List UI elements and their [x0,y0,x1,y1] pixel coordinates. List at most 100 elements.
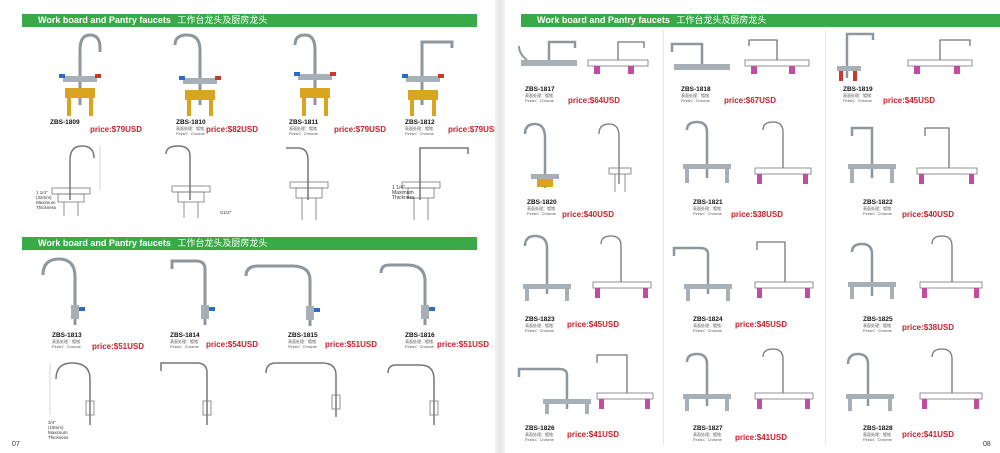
faucet-zbs-1817-image [518,40,577,66]
thread-note: G1/2" [220,210,232,215]
faucet-zbs-1814-image [170,259,215,325]
diagram-zbs-1821 [754,121,812,184]
faucet-zbs-1813-image [41,257,85,325]
faucet-zbs-1822-image [848,126,896,183]
diagram-zbs-1815 [265,362,341,417]
model-label: ZBS-1826 [525,425,555,432]
price-label: price:$45USD [883,96,936,105]
model-label: ZBS-1815 [288,332,318,339]
page-08: Work board and Pantry faucets 工作台龙头及厨房龙头 [505,0,1000,453]
faucet-zbs-1815-image [244,264,320,326]
band-title: Work board and Pantry faucets [38,238,171,248]
model-label: ZBS-1813 [52,332,82,339]
section-band-bottom: Work board and Pantry faucets 工作台龙头及厨房龙头 [22,237,477,250]
spread-gutter [495,0,505,453]
diagram-zbs-1811 [286,147,329,220]
model-label: ZBS-1823 [525,316,555,323]
faucet-zbs-1809-image [59,33,102,116]
price-label: price:$38USD [731,210,784,219]
model-label: ZBS-1812 [405,119,435,126]
diagram-zbs-1810 [165,145,211,218]
faucet-zbs-1827-image [683,352,731,411]
price-label: price:$51USD [437,340,490,349]
price-label: price:$67USD [724,96,777,105]
diagram-zbs-1824 [754,241,814,298]
model-label: ZBS-1822 [863,199,893,206]
diagram-zbs-1814 [160,362,212,425]
page-number: 08 [983,441,991,448]
page-07: Work board and Pantry faucets 工作台龙头及厨房龙头 [0,0,500,453]
diagram-zbs-1823 [592,235,652,298]
model-label: ZBS-1811 [289,119,319,126]
diagram-zbs-1820 [598,123,632,192]
faucet-zbs-1816-image [379,263,435,325]
model-label: ZBS-1819 [843,86,873,93]
band-title-zh: 工作台龙头及厨房龙头 [177,239,268,249]
model-label: ZBS-1816 [405,332,435,339]
model-label: ZBS-1821 [693,199,723,206]
column-divider [663,30,664,445]
band-title-zh: 工作台龙头及厨房龙头 [177,16,268,26]
price-label: price:$41USD [902,430,955,439]
faucet-zbs-1824-image [672,246,732,301]
diagram-zbs-1813 [49,362,95,425]
price-label: price:$45USD [567,320,620,329]
band-title: Work board and Pantry faucets [537,15,670,25]
diagram-zbs-1817 [587,41,649,74]
diagram-zbs-1825 [919,235,983,298]
diagram-zbs-1828 [919,348,983,409]
faucet-zbs-1811-image [293,33,336,116]
model-label: ZBS-1827 [693,425,723,432]
diagram-zbs-1826 [596,354,654,409]
band-title: Work board and Pantry faucets [38,15,171,25]
price-label: price:$41USD [567,430,620,439]
price-label: price:$82USD [206,125,259,134]
faucet-zbs-1810-image [173,33,221,116]
price-label: price:$54USD [206,340,259,349]
diagram-zbs-1819 [907,39,973,74]
page-number: 07 [12,441,20,448]
faucet-zbs-1825-image [848,242,896,299]
price-label: price:$64USD [568,96,621,105]
faucet-zbs-1828-image [846,352,894,411]
diagram-zbs-1827 [754,348,814,409]
section-band-top: Work board and Pantry faucets 工作台龙头及厨房龙头 [22,14,477,27]
band-title-zh: 工作台龙头及厨房龙头 [676,16,767,26]
diagram-zbs-1816 [387,364,439,425]
model-label: ZBS-1810 [176,119,206,126]
diagram-zbs-1818 [744,39,810,74]
faucet-zbs-1819-image [837,32,875,81]
faucet-zbs-1821-image [683,120,731,183]
price-label: price:$38USD [902,323,955,332]
price-label: price:$45USD [735,320,788,329]
diagram-zbs-1822 [916,127,978,184]
price-label: price:$79USD [334,125,387,134]
price-label: price:$79USD [90,125,143,134]
faucet-zbs-1818-image [670,42,730,70]
model-label: ZBS-1820 [527,199,557,206]
price-label: price:$79USD [448,125,501,134]
faucet-zbs-1823-image [523,234,571,301]
faucet-zbs-1826-image [517,367,591,414]
price-label: price:$51USD [325,340,378,349]
model-label: ZBS-1818 [681,86,711,93]
faucet-zbs-1820-image [523,122,559,188]
